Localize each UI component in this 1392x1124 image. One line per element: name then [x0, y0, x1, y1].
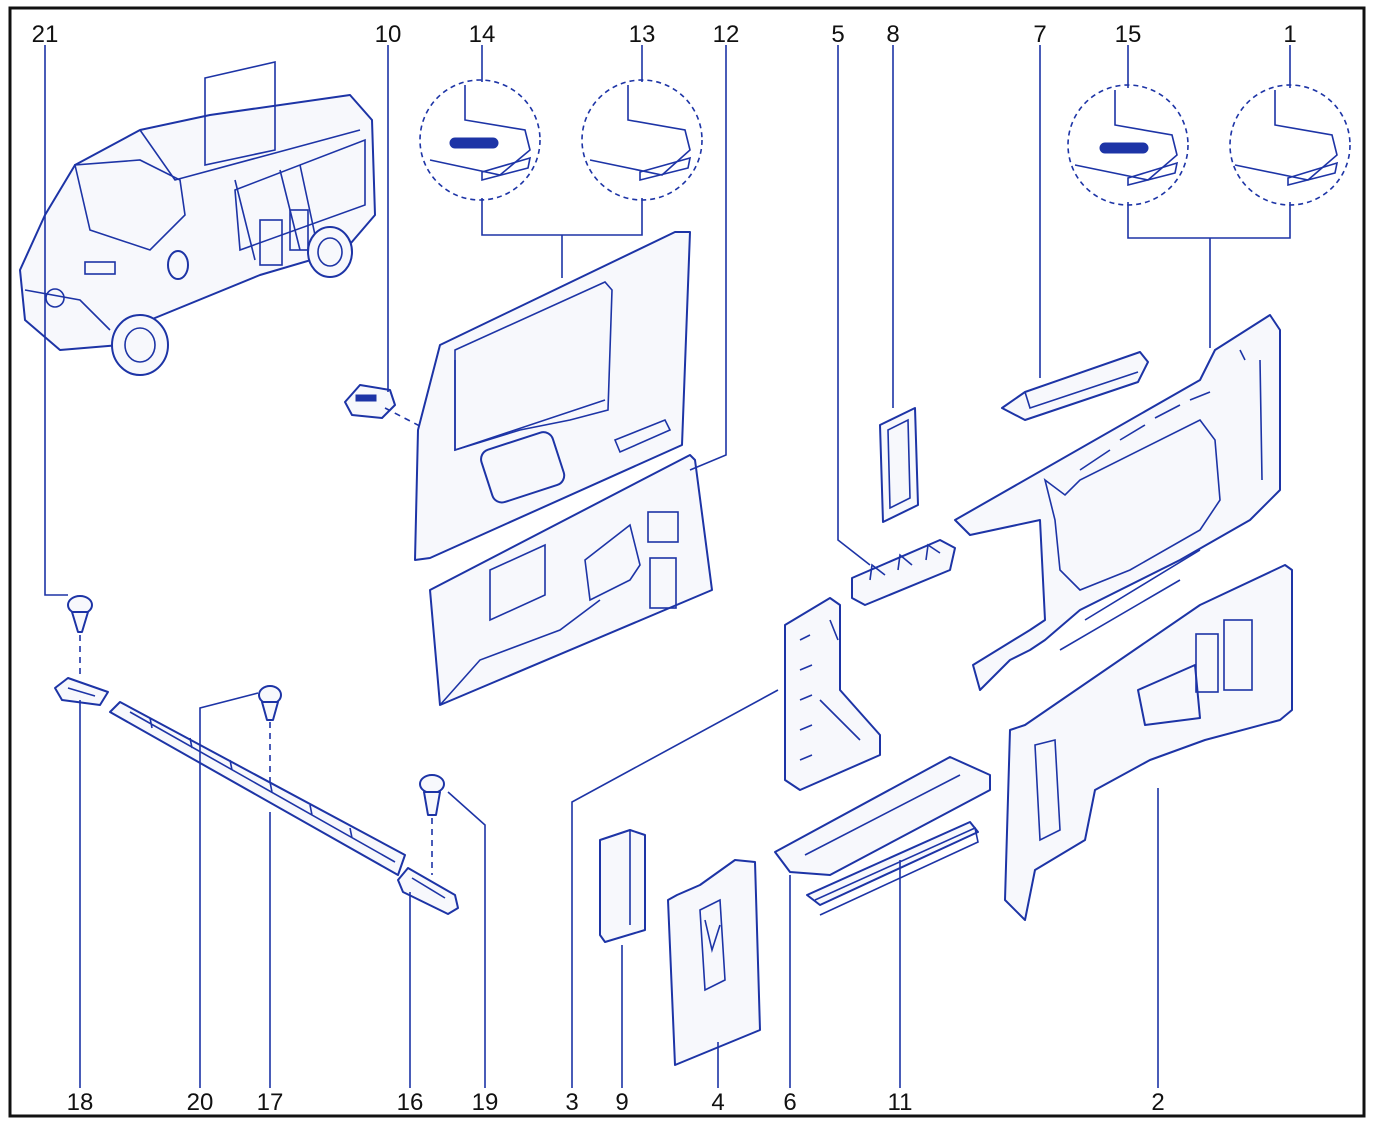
callouts-bottom: 18 20 17 16 19 3 9 4 6 11 2 — [67, 1089, 1165, 1116]
callout-13: 13 — [629, 21, 656, 48]
detail-circle-1 — [1229, 84, 1351, 206]
diagram-frame — [8, 6, 1366, 1118]
callout-7: 7 — [1033, 21, 1046, 48]
part-17-rail — [109, 701, 406, 876]
callout-9: 9 — [615, 1089, 628, 1116]
detail-circle-14 — [419, 79, 541, 201]
callout-6: 6 — [783, 1089, 796, 1116]
callout-10: 10 — [375, 21, 402, 48]
part-20-clip — [258, 685, 282, 721]
callout-12: 12 — [713, 21, 740, 48]
callout-15: 15 — [1115, 21, 1142, 48]
callout-21: 21 — [32, 21, 59, 48]
callout-5: 5 — [831, 21, 844, 48]
detail-circle-13 — [581, 79, 703, 201]
callout-16: 16 — [397, 1089, 424, 1116]
detail-circle-15 — [1067, 84, 1189, 206]
part-11-channel — [806, 821, 979, 916]
part-8-frame — [879, 407, 919, 523]
callout-20: 20 — [187, 1089, 214, 1116]
callout-18: 18 — [67, 1089, 94, 1116]
part-5-bracket — [851, 539, 956, 606]
part-7-trim-strip — [1001, 351, 1149, 421]
callout-19: 19 — [472, 1089, 499, 1116]
callout-8: 8 — [886, 21, 899, 48]
part-1-side-frame — [954, 314, 1281, 691]
callout-4: 4 — [711, 1089, 724, 1116]
part-2-lower-side-panel — [1004, 564, 1293, 921]
part-10-clip — [344, 384, 396, 419]
callout-3: 3 — [565, 1089, 578, 1116]
callout-1: 1 — [1283, 21, 1296, 48]
callout-14: 14 — [469, 21, 496, 48]
part-21-clip — [67, 595, 93, 633]
part-12-upper-trim-panel — [414, 231, 691, 561]
part-19-pin — [419, 774, 445, 816]
callout-11: 11 — [888, 1089, 913, 1116]
part-4-door-panel — [667, 859, 761, 1066]
part-3-pillar-trim — [784, 597, 881, 791]
part-16-end-cap — [397, 867, 459, 915]
part-18-bracket — [54, 677, 109, 706]
callout-17: 17 — [257, 1089, 284, 1116]
part-9-block — [599, 829, 646, 943]
callout-2: 2 — [1151, 1089, 1164, 1116]
van-overview-illustration — [19, 60, 376, 376]
part-12-lower-trim-panel — [429, 454, 713, 706]
part-6-floor-trim — [774, 756, 991, 876]
callouts-top: 21 10 14 13 12 5 8 7 15 1 — [32, 21, 1297, 48]
leader-lines — [44, 45, 1291, 1088]
